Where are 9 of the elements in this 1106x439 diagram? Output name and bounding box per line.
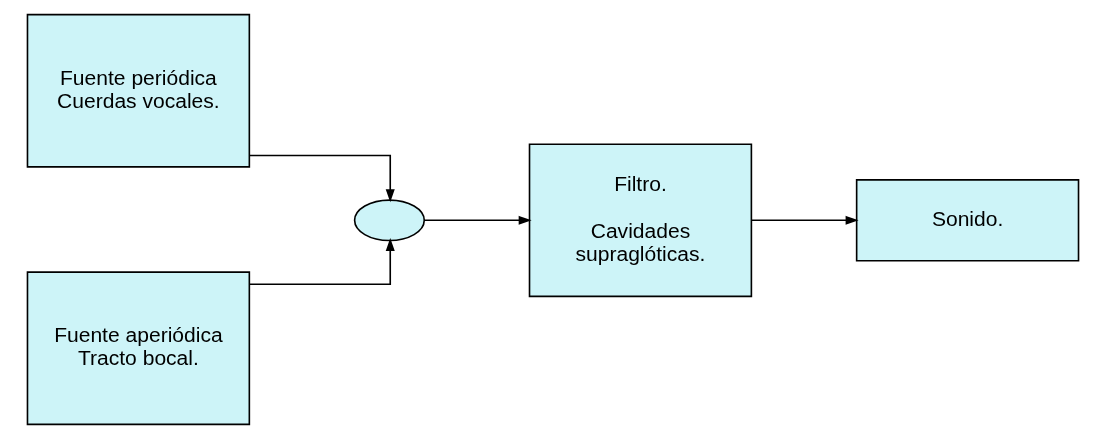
arrow — [750, 215, 859, 225]
arrow — [248, 238, 395, 286]
node-box: Filtro. Cavidades supraglóticas. — [528, 143, 753, 298]
node-ellipse — [353, 199, 426, 242]
node-box: Fuente periódica Cuerdas vocales. — [26, 13, 251, 168]
arrow — [423, 215, 532, 225]
node-box: Fuente aperiódica Tracto bocal. — [26, 271, 251, 426]
arrow — [248, 154, 395, 203]
node-box: Sonido. — [855, 179, 1080, 262]
